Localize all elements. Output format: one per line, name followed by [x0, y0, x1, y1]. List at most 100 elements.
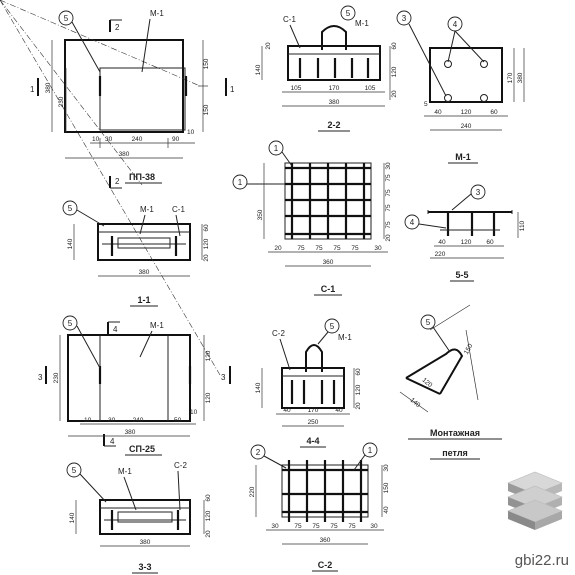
dim-left: 230 — [53, 372, 60, 383]
dim-bottom-1: 40 — [283, 407, 291, 414]
dim-bottom-1: 40 — [438, 239, 446, 246]
section-mark-side-right: 1 — [230, 85, 235, 94]
view-title: 4-4 — [306, 436, 319, 446]
callout-1 — [362, 442, 378, 458]
dim-left: 350 — [257, 209, 264, 220]
dim-right-2: 75 — [385, 174, 392, 182]
view-pp38: 5 М-1 2 2 1 1 380 230 150 150 10 10 30 2… — [0, 0, 235, 189]
callout-label: 5 — [68, 204, 73, 213]
dim-total: 220 — [435, 251, 446, 258]
dim-bottom-1: 20 — [274, 245, 282, 252]
dim-bottom-2: 120 — [461, 239, 472, 246]
dim-right-1: 170 — [507, 72, 514, 83]
view-c2: 2 1 220 30 150 40 30 75 75 75 75 30 360 … — [249, 442, 390, 572]
view-c1: 1 1 350 30 75 75 75 75 20 20 75 75 75 75… — [232, 140, 392, 296]
dim-total: 360 — [320, 537, 331, 544]
dim-left: 140 — [69, 512, 76, 523]
section-mark-side: 1 — [30, 85, 35, 94]
dim-right-3: 75 — [385, 189, 392, 197]
section-mark-bottom: 4 — [110, 437, 115, 446]
dim-bottom-2: 240 — [133, 417, 144, 424]
dim-loop-1: 150 — [463, 342, 475, 355]
view-section-4-4: 5 С-2 М-1 140 60 120 20 40 170 40 250 4-… — [255, 318, 362, 448]
section-mark-bottom: 2 — [115, 177, 120, 186]
mark-m1: М-1 — [118, 467, 132, 476]
mark-c1: С-1 — [172, 205, 185, 214]
dim-right-2: 120 — [355, 384, 362, 395]
dim-bottom-2: 75 — [297, 245, 305, 252]
dim-left: 5 — [424, 101, 428, 108]
mark-c2: С-2 — [174, 461, 187, 470]
mark-m1: М-1 — [140, 205, 154, 214]
view-m1: 3 4 170 380 5 40 120 60 240 М-1 — [396, 10, 525, 164]
view-subtitle: петля — [442, 448, 468, 458]
dim-right-3: 20 — [205, 530, 212, 538]
dim-side-a: 10 — [84, 417, 92, 424]
callout-5 — [340, 5, 356, 21]
dim-right-1: 150 — [203, 58, 210, 69]
callout-5 — [62, 200, 78, 216]
dim-right-3: 20 — [355, 402, 362, 410]
dim-right-5: 75 — [385, 221, 392, 229]
dim-bottom-4: 75 — [330, 523, 338, 530]
view-section-1-1: 5 М-1 С-1 140 60 120 20 380 1-1 — [62, 200, 210, 307]
watermark-text: gbi22.ru — [514, 552, 569, 569]
dim-right-1: 60 — [391, 42, 398, 50]
dim-loop-2: 120 — [421, 377, 434, 390]
callout-3 — [470, 184, 486, 200]
dim-left: 140 — [67, 238, 74, 249]
view-title: 2-2 — [327, 120, 340, 130]
view-mounting-loop: 5 150 120 140 Монтажная петля — [399, 304, 502, 460]
callout-5 — [324, 318, 340, 334]
dim-bottom-1: 30 — [105, 136, 113, 143]
dim-right: 110 — [519, 220, 526, 231]
callout-label: 5 — [346, 9, 351, 18]
dim-bottom-3: 60 — [490, 109, 498, 116]
section-mark-side: 3 — [38, 373, 43, 382]
callout-label: 4 — [410, 218, 415, 227]
dim-side-b: 10 — [190, 409, 198, 416]
view-section-5-5: 3 4 110 40 120 60 220 5-5 — [404, 184, 526, 282]
view-title: СП-25 — [129, 444, 155, 454]
callout-1 — [232, 174, 248, 190]
dim-side-b: 10 — [187, 129, 195, 136]
callout-3 — [396, 10, 412, 26]
callout-label: 3 — [476, 188, 481, 197]
view-title: 3-3 — [138, 562, 151, 572]
callout-2 — [250, 444, 266, 460]
dim-left-outer: 380 — [45, 82, 52, 93]
dim-right-3: 40 — [383, 506, 390, 514]
dim-right-1: 30 — [385, 162, 392, 170]
dim-right-1: 60 — [205, 494, 212, 502]
dim-bottom-2: 240 — [132, 136, 143, 143]
dim-left-inner: 230 — [58, 96, 65, 107]
dim-bottom-2: 170 — [308, 407, 319, 414]
callout-5 — [420, 314, 436, 330]
dim-left: 140 — [255, 382, 262, 393]
callout-4 — [404, 214, 420, 230]
dim-right-2: 120 — [391, 66, 398, 77]
dim-bottom-2: 75 — [294, 523, 302, 530]
callout-label: 1 — [368, 446, 373, 455]
callout-5 — [58, 10, 74, 26]
dim-bottom-5: 75 — [351, 245, 359, 252]
dim-bottom-3: 105 — [365, 85, 376, 92]
dim-bottom-3: 50 — [174, 417, 182, 424]
dim-bottom-3: 90 — [172, 136, 180, 143]
dim-bottom-1: 40 — [434, 109, 442, 116]
view-title: С-1 — [321, 284, 336, 294]
dim-total: 240 — [461, 123, 472, 130]
callout-label: 3 — [402, 14, 407, 23]
view-title: С-2 — [318, 560, 333, 570]
dim-bottom-1: 105 — [291, 85, 302, 92]
mark-c1: С-1 — [283, 15, 296, 24]
dim-right-2: 380 — [517, 72, 524, 83]
dim-bottom-6: 30 — [374, 245, 382, 252]
callout-label: 5 — [64, 14, 69, 23]
mark-m1: М-1 — [150, 321, 164, 330]
dim-total: 380 — [140, 539, 151, 546]
section-mark-top: 2 — [115, 23, 120, 32]
dim-left-top: 20 — [265, 42, 272, 50]
dim-left: 220 — [249, 486, 256, 497]
view-section-2-2: 5 С-1 М-1 140 20 60 120 20 105 170 105 3… — [255, 5, 398, 132]
